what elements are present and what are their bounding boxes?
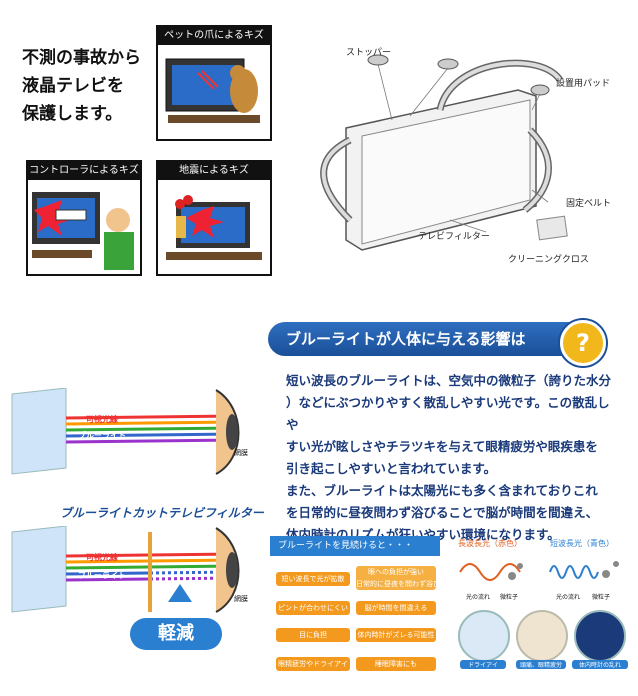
stopper-label: ストッパー: [346, 48, 392, 58]
flow-right-4: 睡眠障害にも: [356, 657, 436, 671]
paragraph-line: すい光が眩しさやチラツキを与えて眼精疲労や眼疾患を: [286, 439, 598, 454]
filtered-ray-diagram: [11, 526, 240, 613]
flow-left-1: 短い波長で光が拡散: [276, 572, 350, 586]
light-ray-diagram: [11, 388, 240, 475]
headline-line-1: 不測の事故から: [22, 48, 141, 68]
headache-label: 頭痛、眼精疲労: [516, 660, 566, 669]
clock-icon: [574, 610, 626, 662]
flow-label-2: 光の流れ: [556, 594, 581, 601]
paragraph-line: ）などにぶつかりやすく散乱しやすい光です。この散乱しや: [286, 395, 610, 432]
blue-light-label-2: ブルーライト: [78, 571, 126, 580]
flow-header: ブルーライトを見続けると・・・: [270, 536, 440, 556]
headline-line-2: 液晶テレビを: [22, 76, 124, 96]
retina-label-2: 網膜: [234, 595, 248, 603]
flow-right-3: 体内時計がズレる可能性: [356, 628, 436, 642]
paragraph-line: また、ブルーライトは太陽光にも多く含まれておりこれ: [286, 483, 598, 498]
long-wave-label: 長波長光（赤色）: [458, 539, 522, 548]
flow-right-1: 眼への負担が強い 日常的に昼夜を問わず浴びる: [356, 566, 447, 590]
flow-left-4: 眼精疲労やドライアイ: [276, 657, 350, 671]
blue-light-banner: ブルーライトが人体に与える影響は: [268, 322, 606, 356]
blue-light-explanation: 短い波長のブルーライトは、空気中の微粒子（誇りた水分 ）などにぶつかりやすく散乱…: [286, 370, 616, 546]
visible-light-label: 可視光線: [86, 415, 118, 424]
belt-label: 固定ベルト: [566, 199, 612, 209]
particle-label-2: 微粒子: [592, 594, 611, 601]
dry-eye-icon: [458, 610, 510, 662]
flow-right-2: 脳が時間を間違える: [356, 601, 436, 615]
particle-label-1: 微粒子: [500, 594, 519, 601]
flow-label-1: 光の流れ: [466, 594, 491, 601]
blue-light-label: ブルーライト: [78, 431, 126, 440]
flow-left-3: 目に負担: [276, 628, 350, 642]
controller-scratch-label: コントローラによるキズ: [28, 162, 140, 180]
pet-scratch-panel: ペットの爪によるキズ: [156, 25, 272, 141]
pad-label: 設置用パッド: [556, 79, 611, 89]
filter-installation-diagram: [320, 54, 568, 251]
flow-left-2: ピントが合わせにくい: [276, 601, 350, 615]
clock-label: 体内時計の乱れ: [572, 660, 628, 669]
filter-title: ブルーライトカットテレビフィルター: [60, 506, 264, 520]
reduce-badge: 軽減: [130, 618, 222, 650]
visible-light-label-2: 可視光線: [86, 553, 118, 562]
pet-scratch-label: ペットの爪によるキズ: [158, 27, 270, 45]
tv-controller-illustration: [32, 192, 134, 270]
tv-vase-illustration: [166, 195, 262, 260]
tv-cat-illustration: [165, 58, 260, 123]
short-wave-label: 短波長光（青色）: [550, 539, 614, 548]
controller-scratch-panel: コントローラによるキズ: [26, 160, 142, 276]
paragraph-line: を日常的に昼夜問わず浴びることで脳が時間を間違え、: [286, 505, 599, 520]
headline: 不測の事故から 液晶テレビを 保護します。: [22, 44, 141, 128]
quake-scratch-panel: 地震によるキズ: [156, 160, 272, 276]
headache-icon: [516, 610, 568, 662]
dry-eye-label: ドライアイ: [460, 660, 506, 669]
paragraph-line: 短い波長のブルーライトは、空気中の微粒子（誇りた水分: [286, 373, 612, 388]
paragraph-line: 引き起こしやすいと言われています。: [286, 461, 497, 476]
up-arrow-icon: [168, 584, 192, 602]
wave-illustration: [459, 561, 619, 581]
retina-label: 網膜: [234, 449, 248, 457]
quake-scratch-label: 地震によるキズ: [158, 162, 270, 180]
cloth-label: クリーニングクロス: [508, 255, 589, 265]
question-icon: ?: [560, 320, 606, 366]
headline-line-3: 保護します。: [22, 104, 123, 124]
filter-label: テレビフィルター: [418, 232, 490, 242]
